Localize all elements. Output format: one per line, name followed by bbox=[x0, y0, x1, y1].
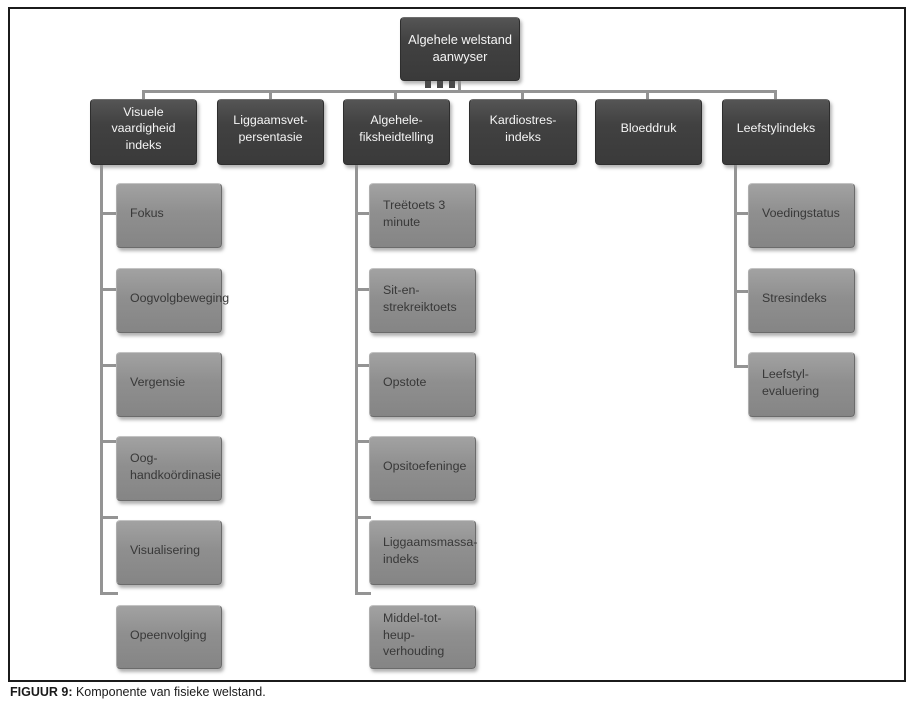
node-label: Leefstyl-evaluering bbox=[762, 367, 820, 398]
connector-stub bbox=[355, 516, 371, 519]
connector-stub bbox=[355, 364, 371, 367]
node-label: Middel-tot-heup-verhouding bbox=[383, 611, 445, 659]
node-label: Opstote bbox=[383, 375, 427, 390]
node-leefstylindeks: Leefstylindeks bbox=[722, 99, 830, 165]
node-label: Visualisering bbox=[130, 543, 201, 558]
connector-stub bbox=[100, 364, 118, 367]
child-node-vergensie: Vergensie bbox=[116, 352, 222, 417]
child-node-liggaamsmassa-indeks: Liggaamsmassa-indeks bbox=[369, 520, 478, 585]
child-node-stresindeks: Stresindeks bbox=[748, 268, 855, 333]
connector-vline-col3 bbox=[355, 165, 358, 595]
node-label: Vergensie bbox=[130, 375, 186, 390]
connector-stub bbox=[355, 592, 371, 595]
node-kardiostres-indeks: Kardiostres-indeks bbox=[469, 99, 577, 165]
node-visuele-vaardigheid-indeks: Visuele vaardigheid indeks bbox=[90, 99, 197, 165]
child-node-oogvolgbeweging: Oogvolgbeweging bbox=[116, 268, 229, 333]
connector-stub bbox=[355, 288, 371, 291]
node-label: Visuele vaardigheid indeks bbox=[111, 104, 176, 152]
connector-drop bbox=[269, 92, 272, 99]
child-node-visualisering: Visualisering bbox=[116, 520, 222, 585]
figure-caption: FIGUUR 9: Komponente van fisieke welstan… bbox=[10, 685, 266, 699]
connector-tick bbox=[425, 81, 431, 88]
child-node-opeenvolging: Opeenvolging bbox=[116, 605, 222, 669]
child-node-middel-tot-heup-verhouding: Middel-tot-heup-verhouding bbox=[369, 605, 476, 669]
child-node-sit-en-strekreiktoets: Sit-en-strekreiktoets bbox=[369, 268, 476, 333]
node-label: Fokus bbox=[130, 206, 164, 221]
node-label: Sit-en-strekreiktoets bbox=[383, 283, 457, 314]
node-label: Opsitoefeninge bbox=[383, 459, 467, 474]
connector-tick bbox=[449, 81, 455, 88]
node-liggaamsvet-persentasie: Liggaamsvet-persentasie bbox=[217, 99, 324, 165]
node-label: Stresindeks bbox=[762, 291, 827, 306]
node-label: Algehele-fiksheidtelling bbox=[359, 113, 434, 144]
node-bloeddruk: Bloeddruk bbox=[595, 99, 702, 165]
connector-stub bbox=[100, 592, 118, 595]
connector-drop bbox=[142, 92, 145, 99]
connector-stub bbox=[734, 290, 750, 293]
connector-stub bbox=[100, 440, 118, 443]
connector-stub bbox=[734, 212, 750, 215]
connector-root-drop bbox=[458, 81, 461, 91]
connector-bus bbox=[142, 90, 777, 93]
connector-stub bbox=[355, 440, 371, 443]
node-algehele-welstand-aanwyser: Algehele welstand aanwyser bbox=[400, 17, 520, 81]
node-label: Liggaamsmassa-indeks bbox=[383, 535, 478, 566]
connector-drop bbox=[521, 92, 524, 99]
connector-vline-col1 bbox=[100, 165, 103, 595]
node-label: Treëtoets 3 minute bbox=[383, 198, 446, 229]
node-label: Bloeddruk bbox=[620, 121, 677, 136]
child-node-treetoets-3-minute: Treëtoets 3 minute bbox=[369, 183, 476, 248]
connector-stub bbox=[734, 365, 750, 368]
node-label: Oog-handkoördinasie bbox=[130, 451, 221, 482]
node-label: Algehele welstand aanwyser bbox=[408, 32, 512, 64]
child-node-fokus: Fokus bbox=[116, 183, 222, 248]
node-algehele-fiksheidtelling: Algehele-fiksheidtelling bbox=[343, 99, 450, 165]
figure-caption-text: Komponente van fisieke welstand. bbox=[72, 685, 266, 699]
node-label: Voedingstatus bbox=[762, 206, 840, 221]
node-label: Liggaamsvet-persentasie bbox=[233, 113, 308, 144]
node-label: Kardiostres-indeks bbox=[489, 113, 557, 144]
child-node-leefstyl-evaluering: Leefstyl-evaluering bbox=[748, 352, 855, 417]
figure-caption-label: FIGUUR 9: bbox=[10, 685, 73, 699]
connector-drop bbox=[774, 92, 777, 99]
connector-vline-col6 bbox=[734, 165, 737, 368]
connector-tick bbox=[437, 81, 443, 88]
connector-drop bbox=[394, 92, 397, 99]
child-node-opsitoefeninge: Opsitoefeninge bbox=[369, 436, 476, 501]
child-node-opstote: Opstote bbox=[369, 352, 476, 417]
connector-stub bbox=[100, 288, 118, 291]
connector-stub bbox=[100, 516, 118, 519]
node-label: Opeenvolging bbox=[130, 627, 207, 642]
node-label: Oogvolgbeweging bbox=[130, 291, 230, 306]
node-label: Leefstylindeks bbox=[736, 121, 816, 136]
child-node-oog-handkoordinasie: Oog-handkoördinasie bbox=[116, 436, 222, 501]
connector-stub bbox=[100, 212, 118, 215]
child-node-voedingstatus: Voedingstatus bbox=[748, 183, 855, 248]
connector-drop bbox=[646, 92, 649, 99]
figure-frame bbox=[8, 7, 906, 682]
connector-stub bbox=[355, 212, 371, 215]
